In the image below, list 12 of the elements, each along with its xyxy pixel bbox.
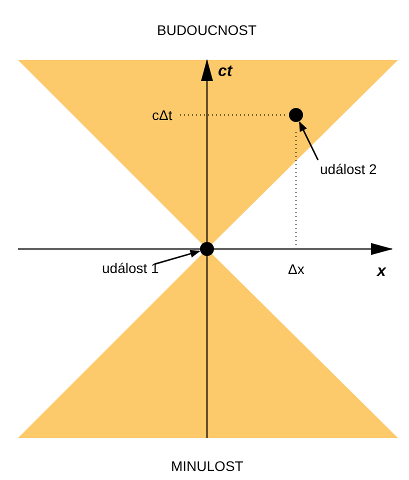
event-label: událost 2 (320, 161, 377, 177)
axis-label: x (377, 264, 386, 280)
axis-label: ct (218, 64, 232, 80)
event-dot (200, 242, 214, 256)
event-dot (289, 108, 303, 122)
event-label: událost 1 (102, 260, 159, 276)
tick-label: Δx (288, 261, 304, 277)
leader-line (298, 121, 319, 160)
leader-line (154, 250, 200, 265)
tick-label: cΔt (152, 107, 172, 123)
region-label: BUDOUCNOST (157, 22, 257, 38)
region-label: MINULOST (171, 458, 244, 474)
